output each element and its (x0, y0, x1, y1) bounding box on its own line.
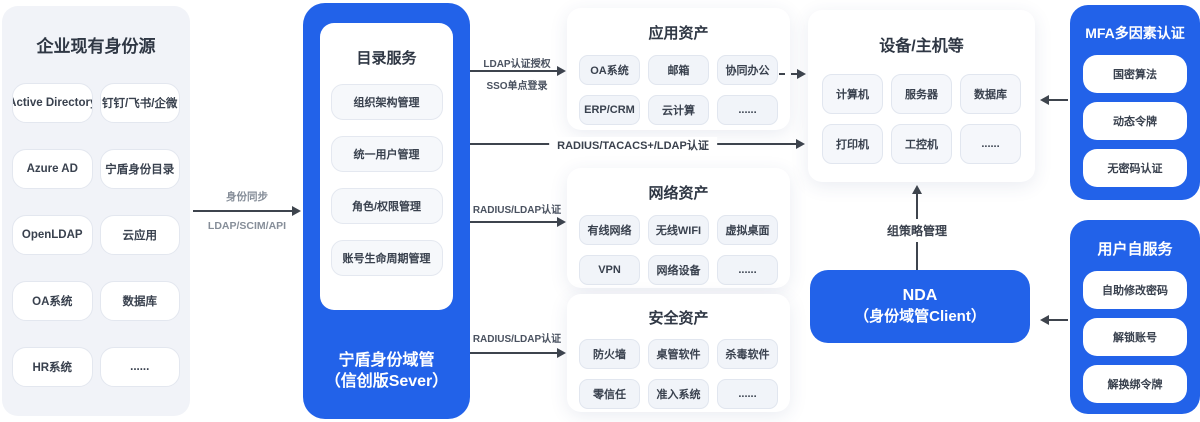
security-assets-panel: 安全资产 防火墙 桌管软件 杀毒软件 零信任 准入系统 ...... (567, 294, 790, 412)
directory-service-item: 账号生命周期管理 (330, 240, 443, 276)
network-assets-panel: 网络资产 有线网络 无线WIFI 虚拟桌面 VPN 网络设备 ...... (567, 168, 790, 288)
self-service-item: 自助修改密码 (1083, 271, 1187, 309)
network-asset-item: VPN (579, 255, 640, 285)
app-asset-item: 协同办公 (717, 55, 778, 85)
app-asset-item: ERP/CRM (579, 95, 640, 125)
identity-source-item: HR系统 (12, 347, 93, 387)
self-service-arrow-line (1048, 319, 1068, 321)
app-asset-item: ...... (717, 95, 778, 125)
identity-source-item: Active Directory (12, 83, 93, 123)
network-asset-item: 无线WIFI (648, 215, 709, 245)
app-auth-arrow-head-icon (557, 66, 566, 76)
network-asset-item: 有线网络 (579, 215, 640, 245)
network-asset-item: 虚拟桌面 (717, 215, 778, 245)
self-service-item: 解锁账号 (1083, 318, 1187, 356)
sync-arrow-label-top: 身份同步 (226, 191, 268, 203)
identity-source-item: Azure AD (12, 149, 93, 189)
network-assets-grid: 有线网络 无线WIFI 虚拟桌面 VPN 网络设备 ...... (579, 215, 778, 285)
identity-source-item: OpenLDAP (12, 215, 93, 255)
app-to-device-arrow-head-icon (797, 69, 806, 79)
sync-arrow-line (193, 210, 292, 212)
identity-source-item: 数据库 (99, 281, 180, 321)
app-asset-item: 邮箱 (648, 55, 709, 85)
group-policy-label: 组策略管理 (886, 219, 948, 242)
directory-service-item: 统一用户管理 (330, 136, 443, 172)
mfa-item: 国密算法 (1083, 55, 1187, 93)
mfa-panel: MFA多因素认证 国密算法 动态令牌 无密码认证 (1070, 5, 1200, 200)
devices-panel: 设备/主机等 计算机 服务器 数据库 打印机 工控机 ...... (808, 10, 1035, 182)
self-service-title: 用户自服务 (1097, 241, 1173, 258)
app-asset-item: OA系统 (579, 55, 640, 85)
mfa-item: 无密码认证 (1083, 149, 1187, 187)
devices-title: 设备/主机等 (879, 38, 964, 55)
nda-subtitle: （身份域管Client） (854, 308, 986, 326)
group-policy-arrow-head-icon (912, 185, 922, 194)
app-to-device-dashed-line (779, 73, 797, 75)
mfa-arrow-head-icon (1040, 95, 1049, 105)
network-auth-arrow-line (470, 221, 557, 223)
self-service-panel: 用户自服务 自助修改密码 解锁账号 解换绑令牌 (1070, 220, 1200, 414)
security-asset-item: 防火墙 (579, 339, 640, 369)
device-auth-label: RADIUS/TACACS+/LDAP认证 (549, 137, 717, 153)
identity-sources-title: 企业现有身份源 (36, 37, 156, 56)
app-assets-title: 应用资产 (648, 25, 709, 42)
self-service-items: 自助修改密码 解锁账号 解换绑令牌 (1070, 271, 1200, 403)
app-auth-label-bottom: SSO单点登录 (486, 81, 548, 92)
directory-service-title: 目录服务 (356, 50, 417, 67)
nda-client-box: NDA （身份域管Client） (810, 270, 1030, 343)
directory-service-items: 组织架构管理 统一用户管理 角色/权限管理 账号生命周期管理 (320, 84, 453, 276)
device-item: 服务器 (891, 74, 952, 114)
app-assets-grid: OA系统 邮箱 协同办公 ERP/CRM 云计算 ...... (579, 55, 778, 125)
device-item: ...... (960, 124, 1021, 164)
identity-sources-grid: Active Directory 钉钉/飞书/企微 Azure AD 宁盾身份目… (12, 83, 180, 387)
device-item: 工控机 (891, 124, 952, 164)
identity-source-item: 钉钉/飞书/企微 (99, 83, 180, 123)
directory-server-label: 宁盾身份域管 （信创版Sever） (303, 351, 470, 393)
app-auth-arrow-line (470, 70, 557, 72)
directory-service-item: 组织架构管理 (330, 84, 443, 120)
network-auth-label: RADIUS/LDAP认证 (472, 205, 562, 216)
sync-arrow-head-icon (292, 206, 301, 216)
sync-arrow-label-bottom: LDAP/SCIM/API (207, 220, 287, 232)
directory-server-label-line1: 宁盾身份域管 (338, 352, 435, 369)
app-assets-panel: 应用资产 OA系统 邮箱 协同办公 ERP/CRM 云计算 ...... (567, 8, 790, 130)
self-service-item: 解换绑令牌 (1083, 365, 1187, 403)
identity-source-item: 宁盾身份目录 (99, 149, 180, 189)
network-auth-arrow-head-icon (557, 217, 566, 227)
security-assets-grid: 防火墙 桌管软件 杀毒软件 零信任 准入系统 ...... (579, 339, 778, 409)
security-auth-label: RADIUS/LDAP认证 (472, 334, 562, 345)
directory-server-label-line2: （信创版Sever） (324, 372, 449, 390)
device-auth-arrow-head-icon (796, 139, 805, 149)
security-asset-item: 桌管软件 (648, 339, 709, 369)
mfa-arrow-line (1048, 99, 1068, 101)
device-item: 数据库 (960, 74, 1021, 114)
directory-service-card: 目录服务 组织架构管理 统一用户管理 角色/权限管理 账号生命周期管理 (320, 23, 453, 310)
network-asset-item: 网络设备 (648, 255, 709, 285)
security-asset-item: 准入系统 (648, 379, 709, 409)
directory-server-panel: 目录服务 组织架构管理 统一用户管理 角色/权限管理 账号生命周期管理 宁盾身份… (303, 3, 470, 419)
security-auth-arrow-head-icon (557, 348, 566, 358)
devices-grid: 计算机 服务器 数据库 打印机 工控机 ...... (822, 74, 1021, 164)
device-item: 计算机 (822, 74, 883, 114)
identity-sources-panel: 企业现有身份源 Active Directory 钉钉/飞书/企微 Azure … (2, 6, 190, 416)
network-assets-title: 网络资产 (648, 185, 709, 202)
device-item: 打印机 (822, 124, 883, 164)
security-auth-arrow-line (470, 352, 557, 354)
self-service-arrow-head-icon (1040, 315, 1049, 325)
identity-source-item: ...... (99, 347, 180, 387)
security-asset-item: 杀毒软件 (717, 339, 778, 369)
identity-source-item: OA系统 (12, 281, 93, 321)
network-asset-item: ...... (717, 255, 778, 285)
security-asset-item: 零信任 (579, 379, 640, 409)
app-asset-item: 云计算 (648, 95, 709, 125)
identity-source-item: 云应用 (99, 215, 180, 255)
app-auth-label-top: LDAP认证授权 (483, 59, 551, 70)
security-assets-title: 安全资产 (648, 310, 709, 327)
security-asset-item: ...... (717, 379, 778, 409)
mfa-items: 国密算法 动态令牌 无密码认证 (1070, 55, 1200, 187)
mfa-item: 动态令牌 (1083, 102, 1187, 140)
directory-service-item: 角色/权限管理 (330, 188, 443, 224)
mfa-title: MFA多因素认证 (1085, 25, 1185, 41)
nda-title: NDA (902, 287, 938, 305)
